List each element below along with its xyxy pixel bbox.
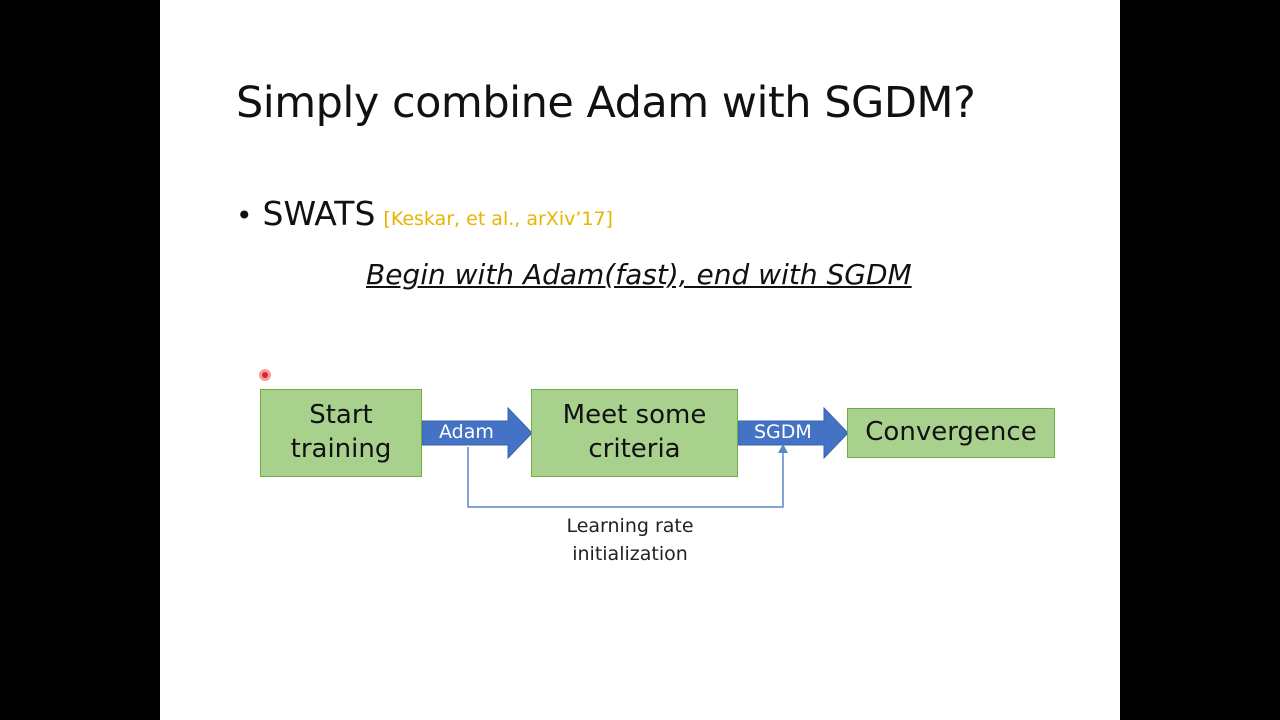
- bullet-marker: •: [236, 199, 253, 232]
- sgdm-arrow: [737, 406, 849, 460]
- slide-title: Simply combine Adam with SGDM?: [236, 78, 976, 128]
- citation: [Keskar, et al., arXiv’17]: [383, 208, 613, 230]
- adam-arrow: [421, 406, 533, 460]
- feedback-connector: [467, 447, 784, 508]
- convergence-label: Convergence: [865, 417, 1037, 448]
- slide: Simply combine Adam with SGDM? • SWATS [Ke…: [160, 0, 1120, 720]
- meet-criteria-label: Meet some criteria: [562, 400, 707, 464]
- convergence-node: Convergence: [847, 408, 1055, 458]
- flow-diagram: [421, 406, 849, 508]
- start-training-node: Start training: [260, 389, 422, 477]
- subtitle: Begin with Adam(fast), end with SGDM: [366, 258, 912, 291]
- meet-criteria-node: Meet some criteria: [531, 389, 738, 477]
- start-training-label: Start training: [290, 400, 392, 464]
- bullet-item: • SWATS [Keskar, et al., arXiv’17]: [236, 194, 613, 233]
- feedback-arrowhead: [778, 444, 788, 453]
- feedback-label: Learning rate initialization: [566, 515, 694, 565]
- bullet-text: SWATS: [262, 194, 376, 233]
- adam-arrow-label: Adam: [439, 421, 494, 443]
- sgdm-arrow-label: SGDM: [754, 421, 812, 443]
- laser-pointer-icon: [259, 369, 271, 381]
